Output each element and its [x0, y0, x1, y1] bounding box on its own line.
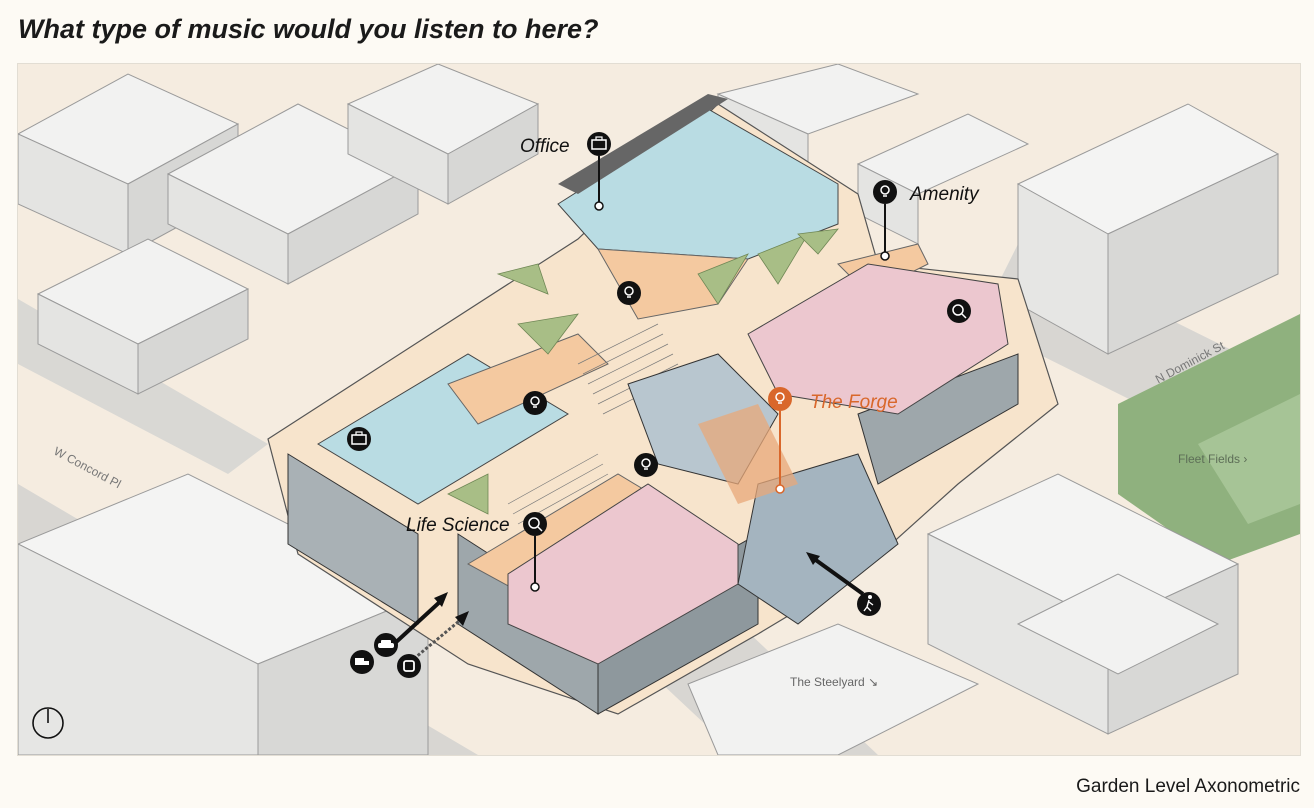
- street-label-steelyard: The Steelyard ↘: [790, 675, 878, 689]
- car-entry-arrowhead: [434, 592, 448, 607]
- access-arrows: [392, 552, 865, 664]
- amphitheater-stairs: [507, 323, 684, 525]
- amenity-callout-dot: [880, 251, 890, 261]
- car-icon: [374, 633, 398, 657]
- callout-leaders: [530, 156, 890, 592]
- forge-interior: [698, 404, 798, 504]
- lightbulb-icon: [873, 180, 897, 204]
- axonometric-diagram: Office Amenity The Forge Life Science W …: [17, 63, 1301, 756]
- walking-person-icon: [857, 592, 881, 616]
- briefcase-icon: [587, 132, 611, 156]
- amenity-label: Amenity: [910, 184, 979, 205]
- office-callout-dot: [594, 201, 604, 211]
- lightbulb-icon: [523, 391, 547, 415]
- chevron-right-icon: ›: [1243, 452, 1248, 466]
- lightbulb-icon: [617, 281, 641, 305]
- delivery-truck-icon: [350, 650, 374, 674]
- life-science-callout-dot: [530, 582, 540, 592]
- north-arrow-icon: [32, 707, 64, 739]
- amenity-terrace-west: [447, 333, 609, 425]
- flask-icon: [947, 299, 971, 323]
- rideshare-icon: [397, 654, 421, 678]
- context-buildings: [18, 64, 1280, 755]
- life-science-label: Life Science: [406, 515, 510, 536]
- planters: [447, 228, 839, 515]
- axonometric-svg: [18, 64, 1300, 755]
- page-title: What type of music would you listen to h…: [18, 14, 599, 44]
- chevron-down-right-icon: ↘: [868, 675, 879, 689]
- the-forge-label: The Forge: [810, 392, 898, 413]
- fleet-fields-text: Fleet Fields: [1178, 452, 1241, 466]
- lightbulb-icon: [634, 453, 658, 477]
- office-label: Office: [520, 136, 570, 157]
- railing-north: [558, 94, 728, 194]
- pedestrian-entry-arrowhead: [806, 552, 820, 565]
- facade-east: [857, 353, 1019, 485]
- flask-icon: [523, 512, 547, 536]
- briefcase-icon: [347, 427, 371, 451]
- service-entry-arrowhead: [455, 611, 469, 626]
- footer-caption: Garden Level Axonometric: [1076, 776, 1300, 797]
- steelyard-text: The Steelyard: [790, 675, 865, 689]
- street-label-fleet-fields: Fleet Fields ›: [1178, 452, 1247, 466]
- forge-callout-dot: [775, 484, 785, 494]
- fleet-fields-green-light: [1198, 394, 1300, 524]
- lightbulb-icon: [768, 387, 792, 411]
